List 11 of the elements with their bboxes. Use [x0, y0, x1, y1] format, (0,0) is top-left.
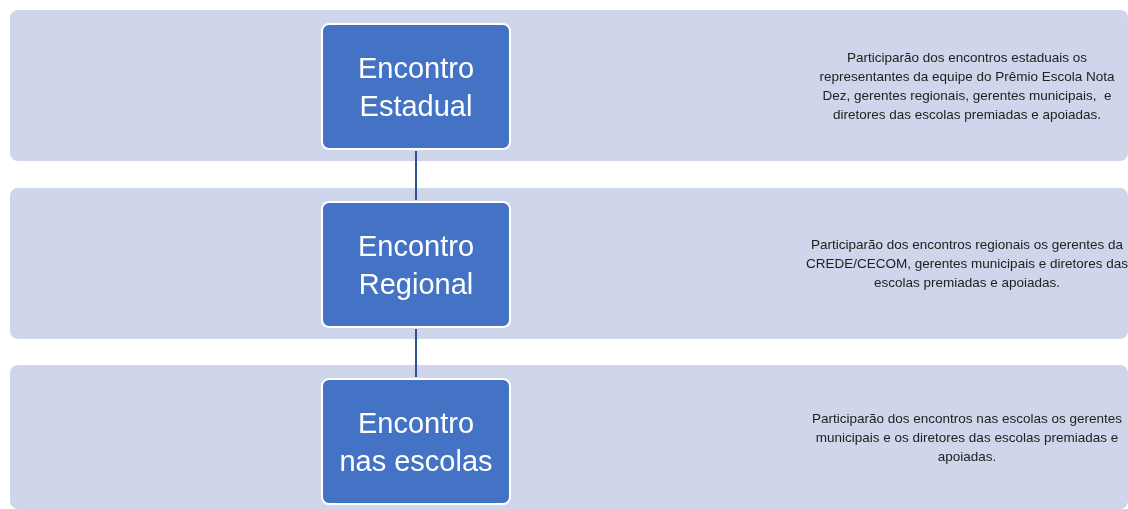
connector-line	[415, 150, 417, 201]
band-panel	[10, 365, 1128, 509]
connector-line	[415, 328, 417, 378]
stage-box: Encontro nas escolas	[321, 378, 511, 505]
description-text: Participarão dos encontros nas escolas os gerentes municipais e os diretores das escolas premiadas e apoiadas.	[811, 409, 1123, 466]
stage-box: Encontro Estadual	[321, 23, 511, 150]
band-panel	[10, 188, 1128, 339]
band-panel	[10, 10, 1128, 161]
stage-box: Encontro Regional	[321, 201, 511, 328]
description-text: Participarão dos encontros estaduais os representantes da equipe do Prêmio Escola Nota Dez, gerentes regionais, gerentes municipais, e diretores das escolas premiadas e apoiadas.	[818, 48, 1116, 124]
description-text: Participarão dos encontros regionais os gerentes da CREDE/CECOM, gerentes municipais e diretores das escolas premiadas e apoiadas.	[806, 236, 1128, 292]
